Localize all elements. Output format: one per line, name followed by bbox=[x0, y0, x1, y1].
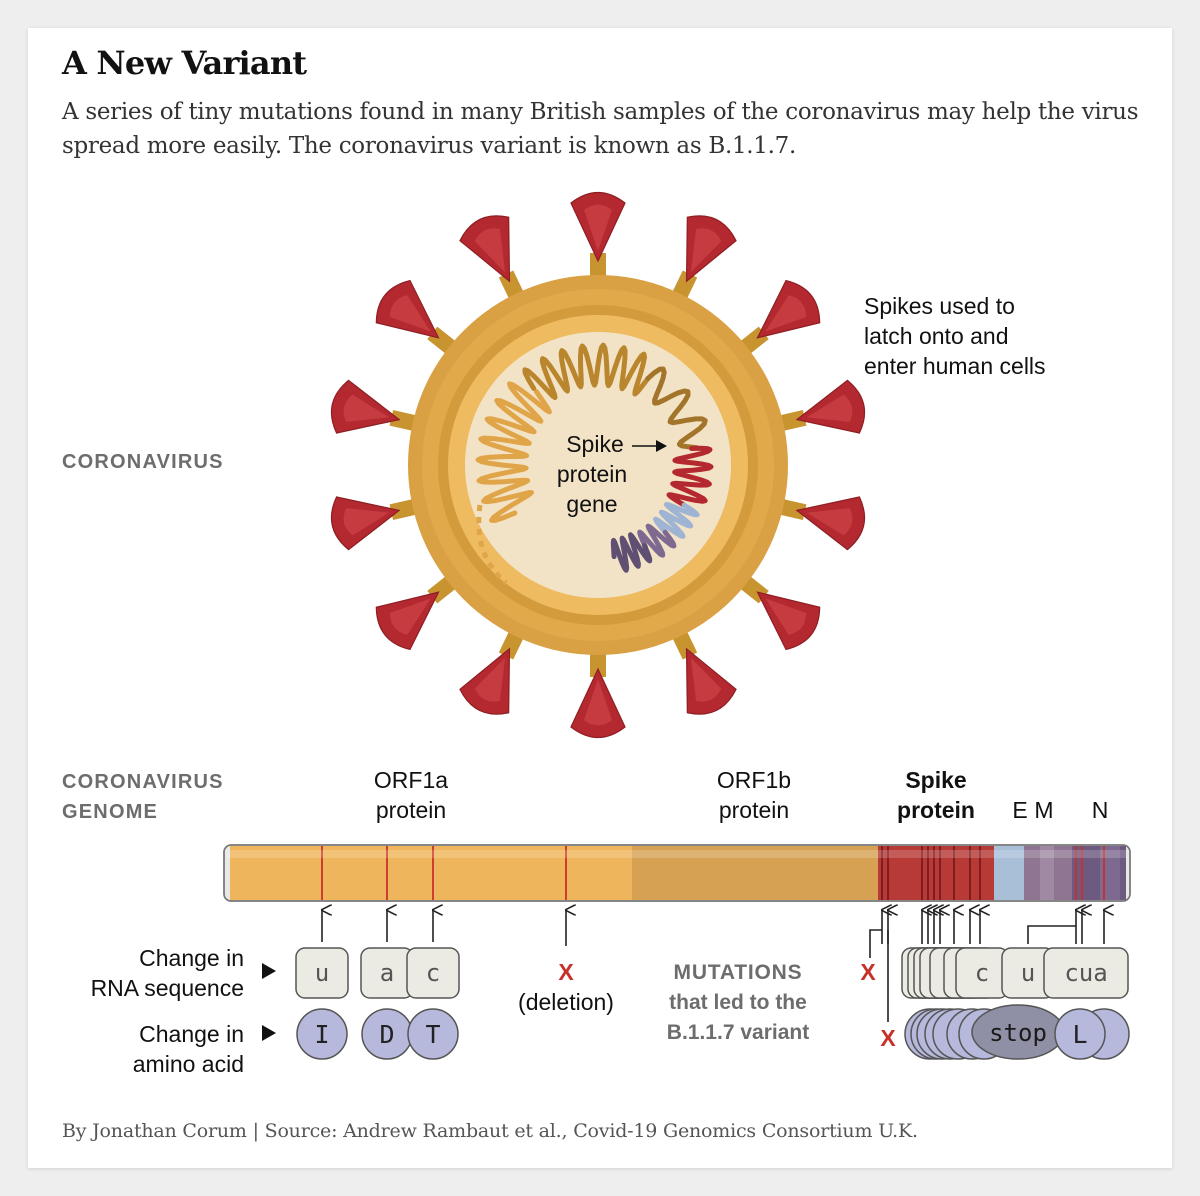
deletion-x-mark: X bbox=[558, 959, 574, 985]
spike-protein-icon bbox=[375, 279, 461, 358]
gene-label-line1: Spike bbox=[566, 431, 624, 457]
stop-codon-label: stop bbox=[989, 1019, 1047, 1047]
spikes-note-line3: enter human cells bbox=[864, 353, 1046, 379]
mutations-heading-line2: that led to the bbox=[669, 991, 807, 1014]
amino-acid-label: L bbox=[1072, 1020, 1087, 1049]
codon-label: a bbox=[380, 959, 394, 987]
orf1a-mutation-2: a D bbox=[360, 947, 414, 1060]
spikes-note-line1: Spikes used to bbox=[864, 293, 1015, 319]
genome-bar bbox=[223, 844, 1131, 902]
gene-label-line3: gene bbox=[566, 491, 617, 517]
spike-deletion-x-mark-1: X bbox=[860, 959, 876, 985]
amino-acid-label: D bbox=[379, 1020, 394, 1049]
coronavirus-section-label: CORONAVIRUS bbox=[62, 451, 224, 473]
orf1a-label-line1: ORF1a bbox=[374, 767, 448, 793]
orf1b-region bbox=[632, 846, 878, 900]
spike-protein-icon bbox=[773, 496, 866, 551]
mutation-ticks bbox=[321, 846, 1105, 900]
codon-label: u bbox=[1021, 959, 1035, 987]
spike-protein-icon bbox=[330, 379, 423, 434]
spike-protein-icon bbox=[735, 572, 821, 651]
graphic-title: A New Variant bbox=[62, 44, 307, 82]
genome-section-label-line1: CORONAVIRUS bbox=[62, 771, 224, 793]
spike-mutation-cluster: c u cua stop L bbox=[901, 947, 1130, 1060]
amino-acid-label: I bbox=[314, 1020, 329, 1049]
spike-label-line2: protein bbox=[897, 797, 975, 823]
rna-legend-pointer bbox=[262, 963, 276, 979]
orf1a-mutation-1: u I bbox=[295, 947, 349, 1060]
rna-strand bbox=[475, 342, 714, 585]
orf1a-label-line2: protein bbox=[376, 797, 446, 823]
spike-label-line1: Spike bbox=[905, 767, 966, 793]
spike-protein-icon bbox=[375, 572, 461, 651]
amino-legend-pointer bbox=[262, 1025, 276, 1041]
n-gene-label: N bbox=[1092, 797, 1109, 823]
e-region bbox=[994, 846, 1024, 900]
spike-protein-icon bbox=[570, 191, 626, 283]
orf1a-region bbox=[230, 846, 632, 900]
codon-label: cua bbox=[1064, 959, 1107, 987]
spike-deletion-x-mark-2: X bbox=[880, 1025, 896, 1051]
mutation-arrows bbox=[322, 910, 1104, 1022]
m-gene-label: M bbox=[1034, 797, 1053, 823]
rna-legend-line1: Change in bbox=[139, 945, 244, 971]
spikes-note-line2: latch onto and bbox=[864, 323, 1009, 349]
mutations-heading-line1: MUTATIONS bbox=[674, 961, 803, 984]
mutations-heading-line3: B.1.1.7 variant bbox=[667, 1021, 809, 1044]
codon-label: c bbox=[975, 959, 989, 987]
orf1b-label-line2: protein bbox=[719, 797, 789, 823]
spike-region bbox=[878, 846, 994, 900]
spike-protein-icon bbox=[570, 647, 626, 739]
gene-label-line2: protein bbox=[557, 461, 627, 487]
codon-label: c bbox=[426, 959, 440, 987]
genome-section-label-line2: GENOME bbox=[62, 801, 158, 823]
orf1a-mutation-3: c T bbox=[406, 947, 460, 1060]
orf1b-label-line1: ORF1b bbox=[717, 767, 791, 793]
amino-legend-line1: Change in bbox=[139, 1021, 244, 1047]
deletion-label: (deletion) bbox=[518, 989, 614, 1015]
rna-legend-line2: RNA sequence bbox=[91, 975, 244, 1001]
graphic-subtitle: A series of tiny mutations found in many… bbox=[62, 99, 1139, 159]
amino-legend-line2: amino acid bbox=[133, 1051, 244, 1077]
e-gene-label: E bbox=[1012, 797, 1027, 823]
graphic-credit: By Jonathan Corum | Source: Andrew Ramba… bbox=[62, 1120, 918, 1142]
amino-acid-label: T bbox=[425, 1020, 440, 1049]
spike-protein-icon bbox=[459, 215, 527, 305]
codon-label: u bbox=[315, 959, 329, 987]
gene-pointer-arrowhead bbox=[656, 440, 667, 452]
spike-protein-icon bbox=[735, 279, 821, 358]
